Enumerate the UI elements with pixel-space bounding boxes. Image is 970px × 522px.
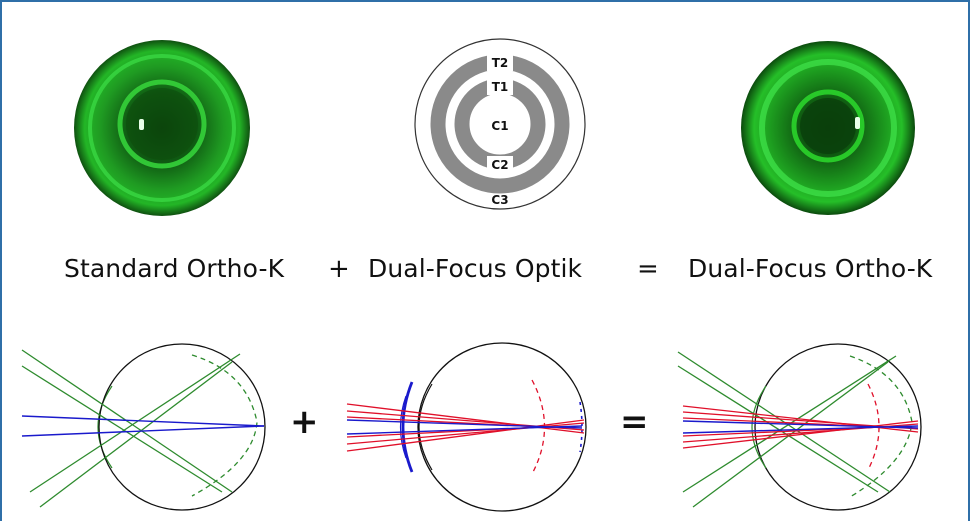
formula-plus: + bbox=[328, 254, 350, 284]
term-standard-orthok: Standard Ortho-K bbox=[64, 254, 285, 283]
ray-equals: = bbox=[620, 402, 649, 442]
term-dual-focus-orthok: Dual-Focus Ortho-K bbox=[688, 254, 933, 283]
ray-plus: + bbox=[290, 402, 319, 442]
zone-label-c3: C3 bbox=[491, 193, 508, 207]
zone-label-c1: C1 bbox=[491, 119, 508, 133]
ray-diagram-dual-focus-orthok bbox=[677, 343, 922, 511]
formula-equals: = bbox=[637, 254, 659, 284]
ray-diagram-dual-focus bbox=[346, 342, 587, 512]
zone-label-c2: C2 bbox=[491, 158, 508, 172]
formula-row: Standard Ortho-K + Dual-Focus Optik = Du… bbox=[2, 254, 970, 298]
zone-label-t2: T2 bbox=[492, 56, 509, 70]
standard-orthok-lens-photo bbox=[74, 40, 915, 216]
zone-diagram: T2 T1 C1 C2 C3 bbox=[414, 38, 586, 210]
term-dual-focus-optik: Dual-Focus Optik bbox=[368, 254, 583, 283]
zone-label-t1: T1 bbox=[492, 80, 509, 94]
ray-diagram-standard bbox=[21, 343, 266, 511]
